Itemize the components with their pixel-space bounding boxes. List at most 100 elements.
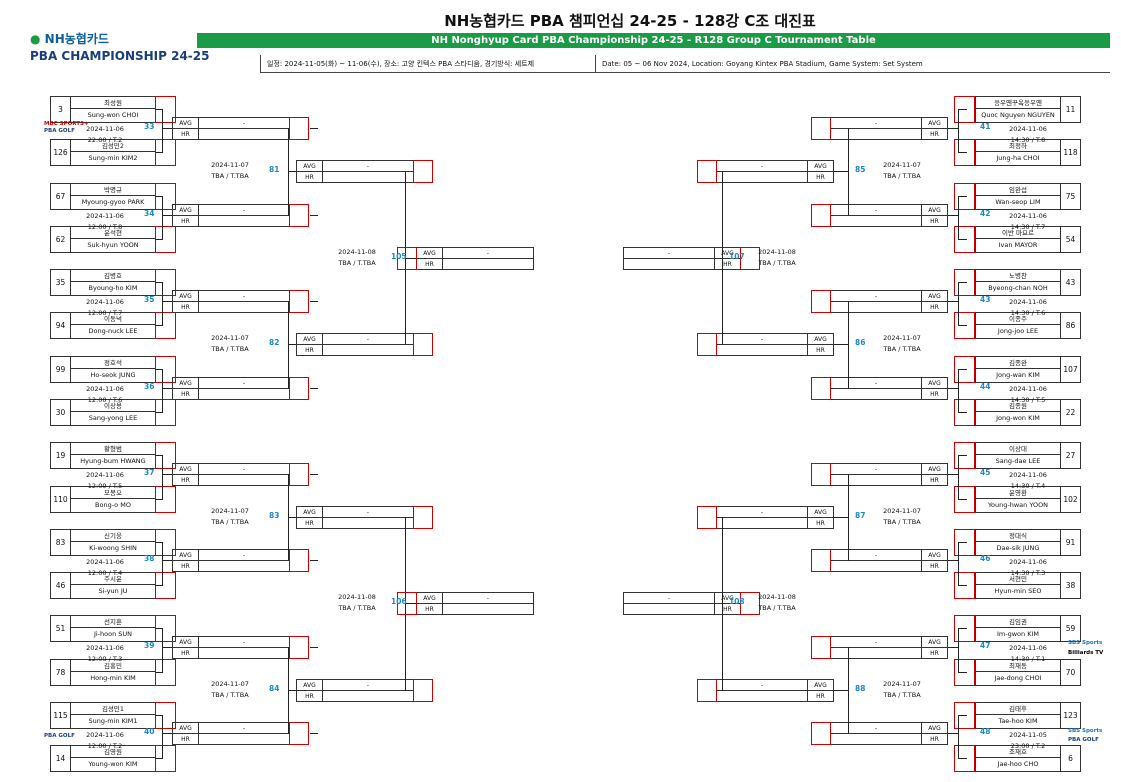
player-seed: 27	[1060, 443, 1080, 468]
avg-label: AVG	[173, 550, 199, 561]
player-seed: 67	[51, 184, 71, 209]
avg-label: AVG	[921, 205, 947, 216]
player-seed: 110	[51, 487, 71, 512]
avg-label: AVG	[807, 507, 833, 518]
match-date: 2024-11-07	[883, 680, 921, 688]
player-seed: 115	[51, 703, 71, 728]
score-box	[954, 442, 975, 469]
connector	[162, 369, 163, 413]
match-number-r1-7: 40	[144, 727, 155, 736]
match-date: 2024-11-07	[211, 161, 249, 169]
score-box	[289, 549, 309, 572]
avg-value: -	[199, 637, 289, 648]
match-number-r2-6: 87	[855, 511, 866, 520]
player-name-en: Quoc Nguyen NGUYEN	[981, 111, 1055, 119]
player-name-en: Ho-seok JUNG	[90, 371, 136, 379]
avg-label: AVG	[921, 637, 947, 648]
avg-value: -	[717, 680, 807, 691]
connector	[162, 560, 172, 561]
score-box	[954, 572, 975, 599]
player-name-ko: 김홍민	[71, 660, 155, 672]
match-number-r1-9: 42	[980, 209, 991, 218]
player-seed: 51	[51, 616, 71, 641]
score-box	[811, 290, 831, 313]
logo-nh-card: ● NH농협카드	[30, 32, 109, 46]
pba-golf-logo: PBA GOLF	[44, 128, 75, 134]
avg-label: AVG	[714, 248, 740, 259]
match-time: 12:00 / T.3	[87, 655, 123, 663]
connector	[848, 128, 849, 216]
score-box	[413, 160, 433, 183]
connector	[162, 474, 172, 475]
match-number-r1-15: 48	[980, 727, 991, 736]
player-name-ko: 김종완	[976, 357, 1060, 369]
score-box	[413, 506, 433, 529]
match-date: 2024-11-07	[211, 334, 249, 342]
connector	[155, 672, 162, 673]
hr-label: HR	[807, 518, 833, 529]
connector	[959, 109, 967, 110]
player-name-en: Byeong-chan NOH	[988, 284, 1048, 292]
match-date: 2024-11-07	[211, 507, 249, 515]
avg-label: AVG	[807, 334, 833, 345]
avg-label: AVG	[921, 291, 947, 302]
player-seed: 11	[1060, 97, 1080, 122]
player-name-ko: 김영원	[71, 746, 155, 758]
player-seed: 75	[1060, 184, 1080, 209]
player-name-ko: 이종주	[976, 313, 1060, 325]
score-box	[954, 745, 975, 772]
match-number-r1-4: 37	[144, 468, 155, 477]
info-korean: 일정: 2024-11-05(화) ~ 11-06(수), 장소: 고양 킨텍스…	[260, 55, 595, 73]
match-date: 2024-11-07	[883, 507, 921, 515]
connector	[959, 542, 967, 543]
player-name-ko: 조재호	[976, 746, 1060, 758]
match-number-r1-1: 34	[144, 209, 155, 218]
match-date: 2024-11-08	[758, 593, 796, 601]
player-name-en: Bong-o MO	[95, 501, 131, 509]
match-time: 12:00 / T.2	[87, 742, 123, 750]
avg-value: -	[323, 680, 413, 691]
player-seed: 86	[1060, 313, 1080, 338]
match-date: 2024-11-06	[1009, 644, 1047, 652]
score-box	[413, 333, 433, 356]
avg-label: AVG	[173, 723, 199, 734]
player-name-en: Si-yun JU	[98, 587, 128, 595]
match-time: TBA / T.TBA	[338, 259, 376, 267]
avg-value: -	[831, 723, 921, 734]
player-name-ko: 최재동	[976, 660, 1060, 672]
match-number-r2-3: 84	[269, 684, 280, 693]
match-time: TBA / T.TBA	[211, 691, 249, 699]
score-box	[954, 96, 975, 123]
player-name-en: Im-gwon KIM	[997, 630, 1039, 638]
player-name-ko: 정대식	[976, 530, 1060, 542]
player-name-en: Ji-hoon SUN	[93, 630, 133, 638]
match-date: 2024-11-08	[758, 248, 796, 256]
match-time: TBA / T.TBA	[758, 604, 796, 612]
player-name-en: Jae-hoo CHO	[997, 760, 1039, 768]
connector	[155, 109, 162, 110]
page-subtitle: NH Nonghyup Card PBA Championship 24-25 …	[197, 33, 1110, 48]
connector	[162, 301, 172, 302]
